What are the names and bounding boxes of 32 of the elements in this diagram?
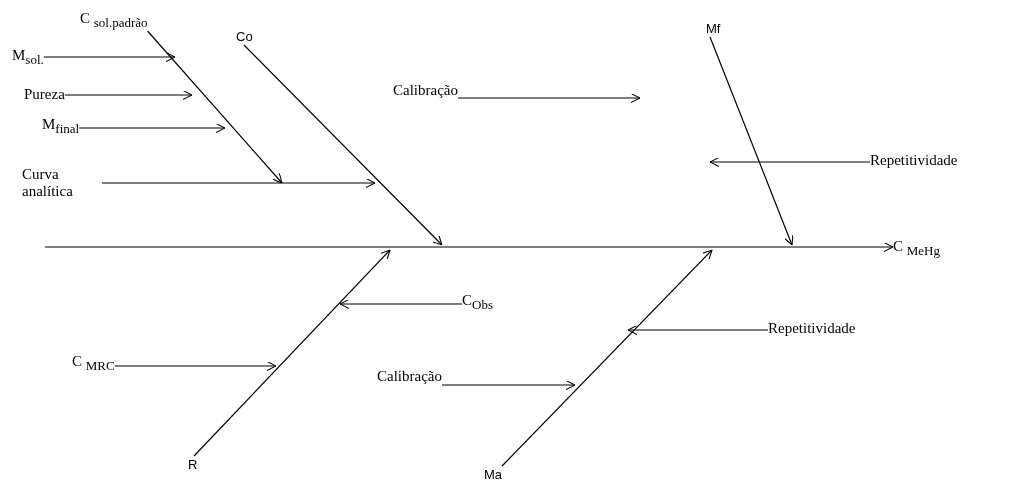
arrow — [457, 92, 641, 104]
cause-label: Calibração — [393, 82, 458, 99]
arrow — [501, 249, 713, 467]
cause-label: M$_{final}$ — [42, 116, 80, 137]
arrow — [441, 379, 576, 391]
arrow — [64, 89, 193, 101]
cause-label: R — [188, 456, 198, 473]
cause-label: C$_{Obs}$ — [462, 292, 493, 313]
arrow — [78, 122, 226, 134]
arrow — [101, 177, 376, 189]
arrow — [243, 44, 443, 246]
cause-label: M$_{sol.}$ — [12, 47, 44, 68]
arrow — [146, 30, 283, 184]
arrow — [114, 360, 277, 372]
cause-label: Repetitividade — [768, 320, 856, 337]
cause-label: Curva analítica — [22, 166, 102, 200]
cause-label: C $_{MRC}$ — [72, 353, 115, 374]
cause-label: Mf — [706, 20, 721, 37]
arrow — [627, 324, 769, 336]
cause-label: C $_{MeHg}$ — [893, 238, 940, 259]
cause-label: Co — [236, 28, 253, 45]
arrow — [43, 51, 176, 63]
cause-label: C $_{sol.padrão}$ — [80, 10, 148, 31]
cause-label: Pureza — [24, 86, 65, 103]
arrow — [339, 298, 463, 310]
cause-label: Repetitividade — [870, 152, 958, 169]
cause-label: Ma — [484, 466, 503, 483]
spine-arrow — [44, 241, 894, 253]
cause-label: Calibração — [377, 368, 442, 385]
arrow — [193, 249, 391, 457]
arrow — [709, 36, 794, 246]
arrow — [709, 156, 871, 168]
